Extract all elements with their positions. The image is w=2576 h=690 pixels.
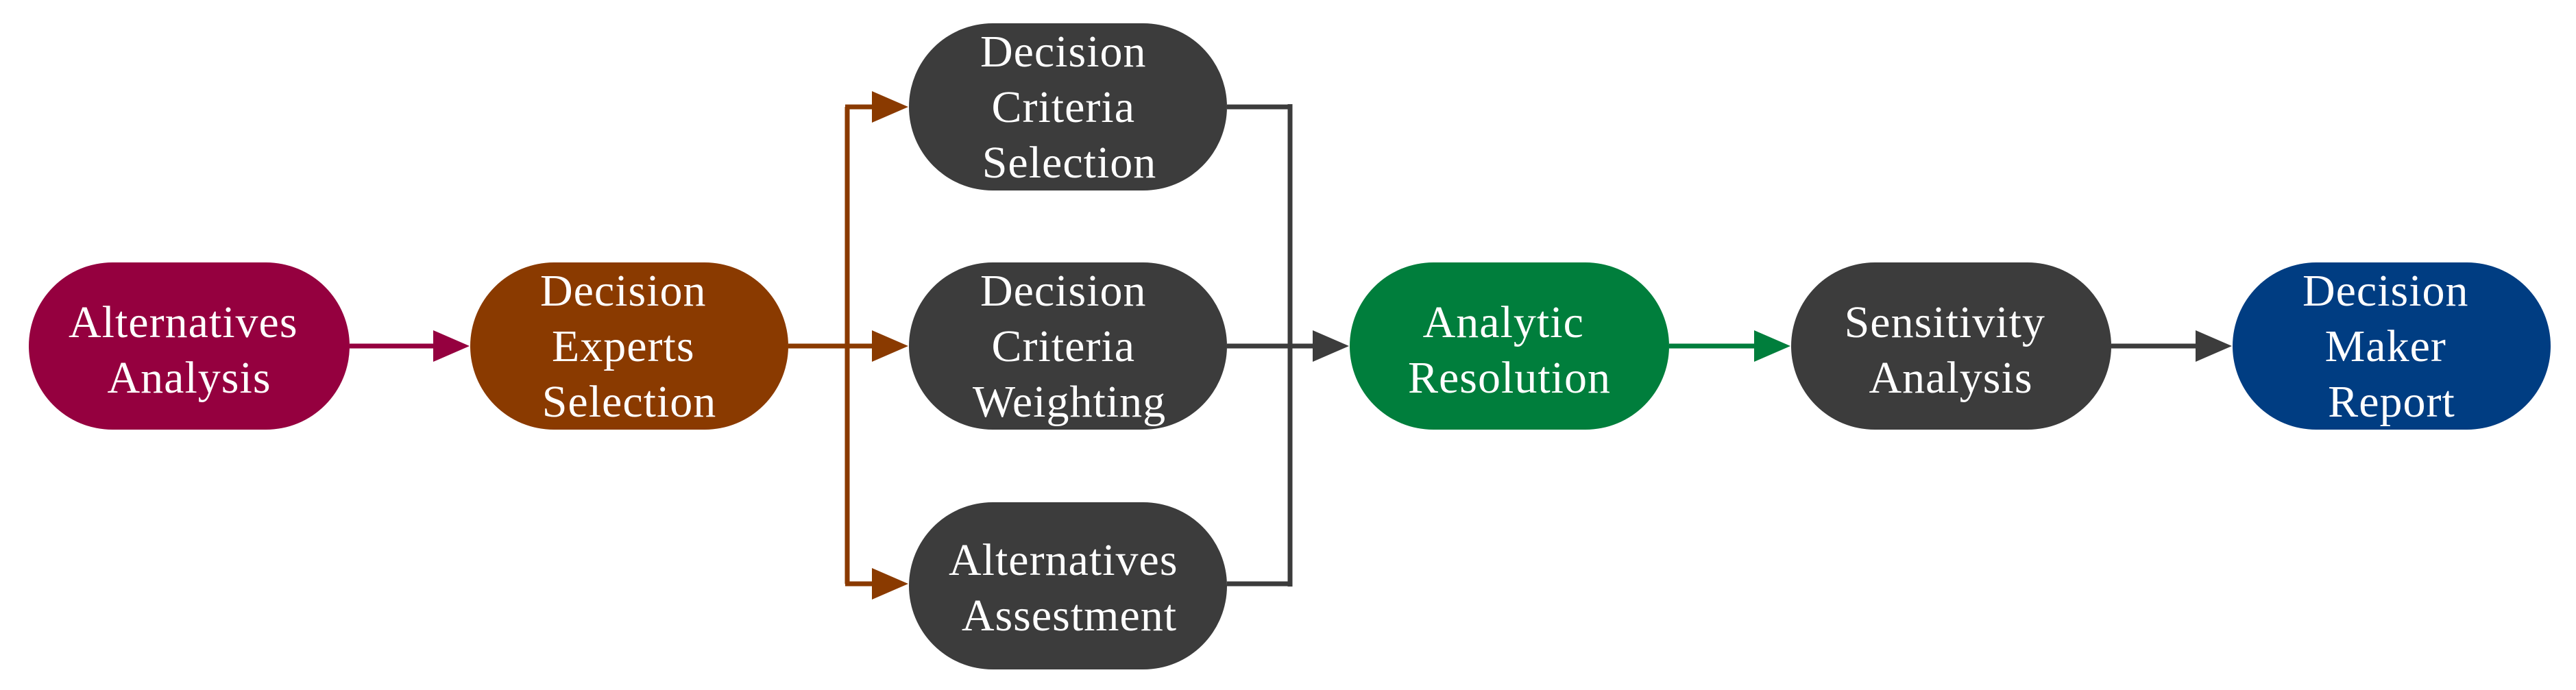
svg-text:Decision Maker Rep: Decision Maker Report — [2302, 266, 2481, 427]
node-label-line: Resolution — [1408, 353, 1611, 403]
node-label-line: Analytic — [1423, 297, 1584, 347]
node-analytic-resolution: Analytic Resolution — [1350, 262, 1669, 430]
arrowhead-to-assessment — [872, 568, 908, 600]
node-label-line: Decision — [540, 266, 707, 316]
node-label-line: Maker — [2325, 321, 2446, 371]
node-alternatives-analysis: Alternatives Analysis — [29, 262, 350, 430]
node-alternatives-assessment: Alternatives Assestment — [909, 502, 1227, 669]
node-label-line: Assestment — [962, 591, 1177, 641]
node-label-line: Analysis — [108, 353, 271, 403]
node-label-line: Selection — [982, 138, 1157, 188]
connectors — [350, 91, 2232, 600]
arrowhead-to-criteria-weighting — [872, 330, 908, 362]
node-label-line: Criteria — [991, 82, 1135, 132]
arrowhead-to-resolution — [1313, 330, 1349, 362]
node-shape — [29, 262, 350, 430]
node-shape — [2233, 262, 2551, 430]
node-sensitivity-analysis: Sensitivity Analysis — [1791, 262, 2111, 430]
node-label-line: Report — [2328, 377, 2455, 427]
node-shape — [1350, 262, 1669, 430]
node-shape — [909, 23, 1227, 190]
arrowhead-to-report — [2196, 330, 2232, 362]
node-label-line: Sensitivity — [1845, 297, 2045, 347]
node-shape — [470, 262, 788, 430]
svg-text:Sensitivity Analysis: Sensitivity Analysis — [1845, 297, 2058, 403]
node-label-line: Weighting — [973, 377, 1166, 427]
svg-text:Decision Experts S: Decision Experts Selection — [540, 266, 718, 427]
node-label-line: Experts — [552, 321, 695, 371]
node-label-line: Decision — [980, 266, 1147, 316]
node-decision-maker-report: Decision Maker Report — [2233, 262, 2551, 430]
node-label-line: Alternatives — [949, 535, 1178, 585]
svg-text:Decision Criteria: Decision Criteria Selection — [980, 27, 1158, 188]
svg-text:Alternatives Assestment: Alternatives Assestment — [949, 535, 1190, 641]
node-shape — [1791, 262, 2111, 430]
node-decision-criteria-weighting: Decision Criteria Weighting — [909, 262, 1227, 430]
arrowhead-to-sensitivity — [1754, 330, 1790, 362]
node-shape — [909, 262, 1227, 430]
node-shape — [909, 502, 1227, 669]
node-label-line: Analysis — [1869, 353, 2033, 403]
arrowhead-to-criteria-selection — [872, 91, 908, 123]
node-label-line: Decision — [980, 27, 1147, 77]
arrowhead-to-experts — [433, 330, 470, 362]
node-label-line: Criteria — [991, 321, 1135, 371]
node-decision-criteria-selection: Decision Criteria Selection — [909, 23, 1227, 190]
node-decision-experts-selection: Decision Experts Selection — [470, 262, 788, 430]
svg-text:Analytic Resolution: Analytic Resolution — [1408, 297, 1611, 403]
node-label-line: Selection — [542, 377, 717, 427]
svg-text:Alternatives Analysis: Alternatives Analysis — [69, 297, 310, 403]
svg-text:Decision Criteria: Decision Criteria Weighting — [973, 266, 1166, 427]
node-label-line: Alternatives — [69, 297, 298, 347]
node-label-line: Decision — [2302, 266, 2469, 316]
